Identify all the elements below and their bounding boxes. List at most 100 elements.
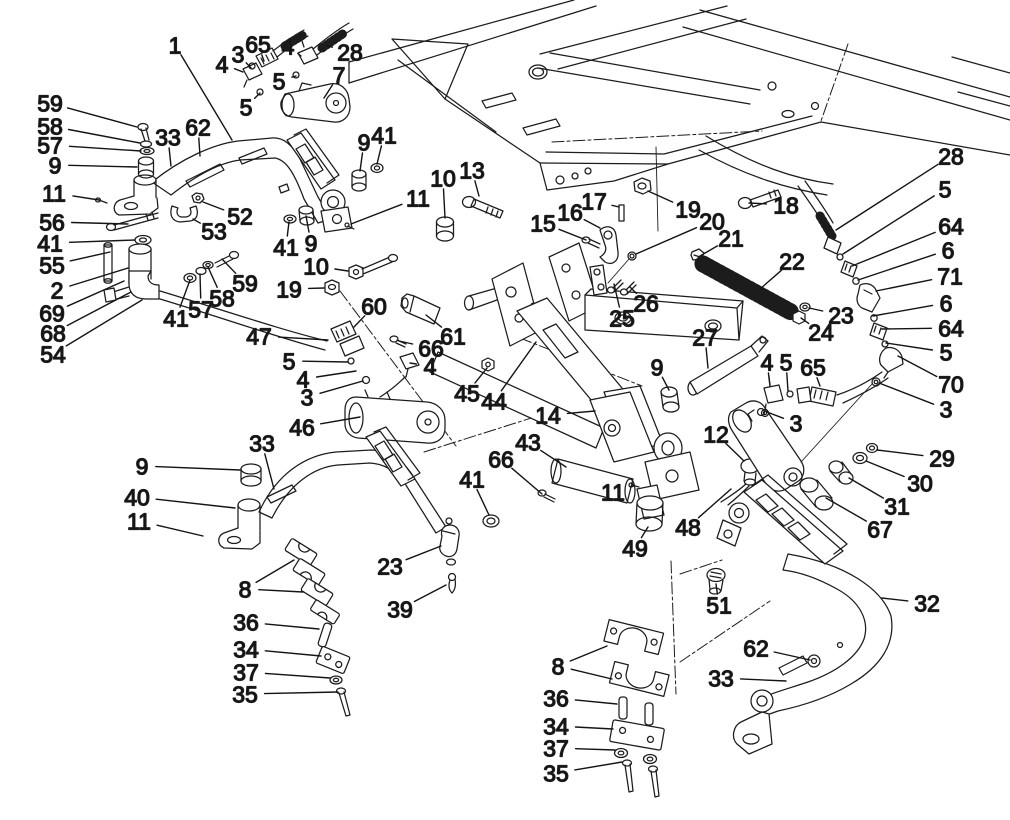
callout-leader: [725, 442, 745, 462]
callout-leader: [72, 195, 100, 201]
callout-part-22: 22: [779, 248, 805, 274]
callout-leader: [68, 164, 138, 168]
callout-leader: [65, 299, 143, 347]
callout-part-56: 56: [39, 209, 65, 235]
center-lift-assembly: [351, 162, 873, 532]
callout-part-21: 21: [718, 225, 744, 251]
callout-leader: [442, 188, 446, 219]
callout-part-17: 17: [581, 188, 607, 214]
callout-part-6: 6: [942, 237, 955, 263]
callout-leader: [155, 498, 236, 509]
callout-leader: [323, 84, 334, 99]
hydraulic-cylinder: [344, 389, 446, 444]
callout-part-4: 4: [216, 51, 229, 77]
callout-part-41: 41: [273, 234, 299, 260]
callout-leader: [574, 748, 616, 751]
callout-leader: [715, 583, 719, 595]
callout-leader: [474, 180, 480, 197]
callout-leader: [405, 545, 442, 561]
callout-leader: [376, 145, 383, 165]
callout-part-27: 27: [692, 324, 718, 350]
callout-leader: [759, 269, 783, 290]
callout-part-3: 3: [301, 384, 314, 410]
callout-leader: [881, 327, 933, 330]
callout-leader: [297, 52, 302, 57]
clamp-stack-left: [284, 538, 351, 717]
callout-leader: [876, 449, 924, 457]
callout-part-46: 46: [289, 414, 315, 440]
callout-leader: [574, 761, 623, 771]
callout-part-29: 29: [929, 445, 955, 471]
callout-leader: [872, 304, 934, 317]
callout-leader: [661, 376, 670, 391]
callout-leader: [291, 75, 297, 78]
callout-part-11: 11: [601, 479, 625, 505]
callout-part-4: 4: [424, 353, 437, 379]
callout-part-57: 57: [37, 132, 63, 158]
callout-leader: [255, 559, 295, 584]
callout-part-25: 25: [609, 305, 635, 331]
callout-part-16: 16: [557, 199, 583, 225]
callout-leader: [629, 485, 635, 488]
callout-leader: [786, 372, 789, 392]
callout-part-47: 47: [246, 323, 272, 349]
callout-part-60: 60: [361, 293, 387, 319]
callout-leader: [825, 497, 867, 522]
callout-part-5: 5: [940, 339, 953, 365]
callout-leader: [878, 382, 935, 405]
hose-fittings-left: [159, 290, 441, 398]
callout-leader: [302, 360, 349, 363]
callout-part-23: 23: [377, 553, 403, 579]
callout-part-6: 6: [940, 290, 953, 316]
callout-part-31: 31: [884, 493, 910, 519]
callout-part-4: 4: [761, 349, 774, 375]
callout-part-3: 3: [232, 41, 245, 67]
callout-leader: [221, 258, 237, 274]
callout-part-33: 33: [708, 665, 734, 691]
callout-leader: [511, 467, 543, 495]
callout-part-57: 57: [188, 296, 214, 322]
callout-leader: [570, 668, 613, 680]
callout-part-5: 5: [240, 94, 253, 120]
callout-leader: [409, 362, 418, 365]
callout-leader: [425, 314, 443, 328]
callout-leader: [808, 307, 824, 312]
callout-leader: [816, 377, 821, 387]
callout-leader: [574, 726, 614, 730]
callout-part-64: 64: [938, 213, 964, 239]
callout-part-5: 5: [939, 176, 952, 202]
callout-leader: [474, 367, 488, 384]
callout-part-67: 67: [867, 516, 893, 542]
callout-leader: [68, 145, 142, 152]
callout-leader: [253, 92, 261, 100]
callout-part-34: 34: [543, 713, 569, 739]
callout-part-36: 36: [233, 609, 259, 635]
callout-part-44: 44: [481, 388, 507, 414]
callout-part-24: 24: [808, 319, 834, 345]
callout-part-71: 71: [937, 263, 963, 289]
callout-leader: [198, 137, 201, 157]
callout-part-66: 66: [418, 335, 444, 361]
callout-leader: [574, 699, 618, 705]
callout-part-8: 8: [239, 576, 252, 602]
callout-part-62: 62: [743, 635, 769, 661]
callout-leader: [264, 672, 331, 679]
callout-part-2: 2: [51, 277, 64, 303]
callout-part-20: 20: [699, 208, 725, 234]
callout-leader: [842, 195, 935, 255]
callout-leader: [739, 678, 787, 682]
callout-leader: [286, 221, 290, 237]
callout-part-69: 69: [39, 300, 65, 326]
callout-part-58: 58: [209, 285, 235, 311]
callout-part-33: 33: [155, 124, 181, 150]
callout-leader: [199, 273, 202, 299]
callout-part-49: 49: [622, 535, 648, 561]
callout-part-5: 5: [283, 348, 296, 374]
callout-leader: [835, 163, 939, 231]
callout-part-9: 9: [305, 230, 318, 256]
clamp-stack-bottom: [603, 619, 670, 798]
callout-part-59: 59: [37, 90, 63, 116]
callout-leader: [635, 226, 698, 255]
